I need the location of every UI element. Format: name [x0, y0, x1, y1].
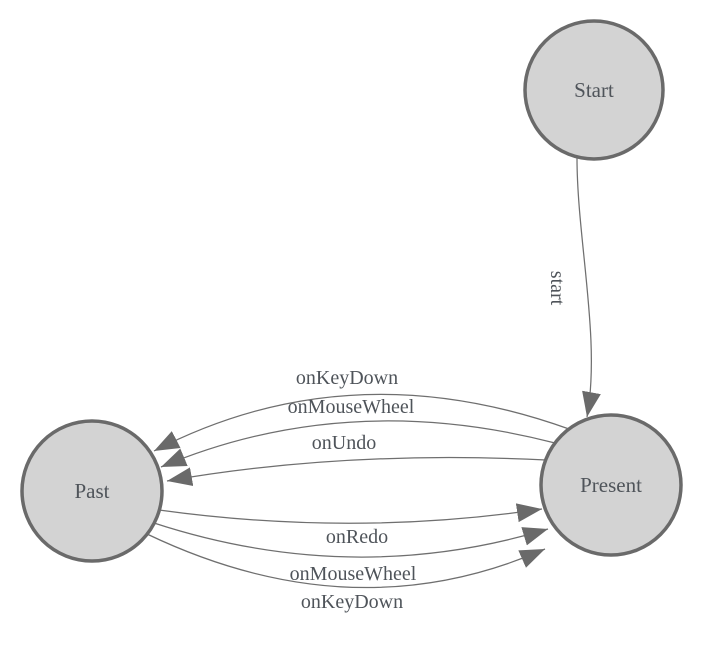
edge-past-to-present-onMouseWheel — [153, 522, 549, 558]
edges-group — [146, 157, 601, 589]
edge-label-onMouseWheel: onMouseWheel — [288, 396, 415, 418]
edge-label-onKeyDown: onKeyDown — [296, 367, 398, 389]
edge-label-onUndo: onUndo — [312, 432, 376, 454]
edge-past-to-present-onRedo — [158, 503, 543, 524]
edge-present-to-past-onKeyDown — [153, 393, 570, 452]
node-label-past: Past — [74, 479, 109, 503]
edge-label-onKeyDown: onKeyDown — [301, 591, 403, 613]
edge-label-start: start — [546, 271, 568, 306]
node-start — [523, 19, 665, 161]
node-label-present: Present — [580, 473, 642, 497]
node-present — [539, 413, 683, 557]
node-past — [20, 419, 164, 563]
edge-present-to-past-onMouseWheel — [160, 420, 556, 468]
node-label-start: Start — [574, 78, 614, 102]
edge-present-to-past-onUndo — [166, 456, 547, 487]
edge-label-onMouseWheel: onMouseWheel — [290, 563, 417, 585]
edge-past-to-present-onKeyDown — [146, 533, 546, 589]
edge-start-to-present-start — [576, 157, 601, 418]
edge-label-onRedo: onRedo — [326, 526, 388, 548]
edge-labels-group: start onKeyDown onMouseWheel onUndo onRedo on… — [288, 271, 568, 613]
